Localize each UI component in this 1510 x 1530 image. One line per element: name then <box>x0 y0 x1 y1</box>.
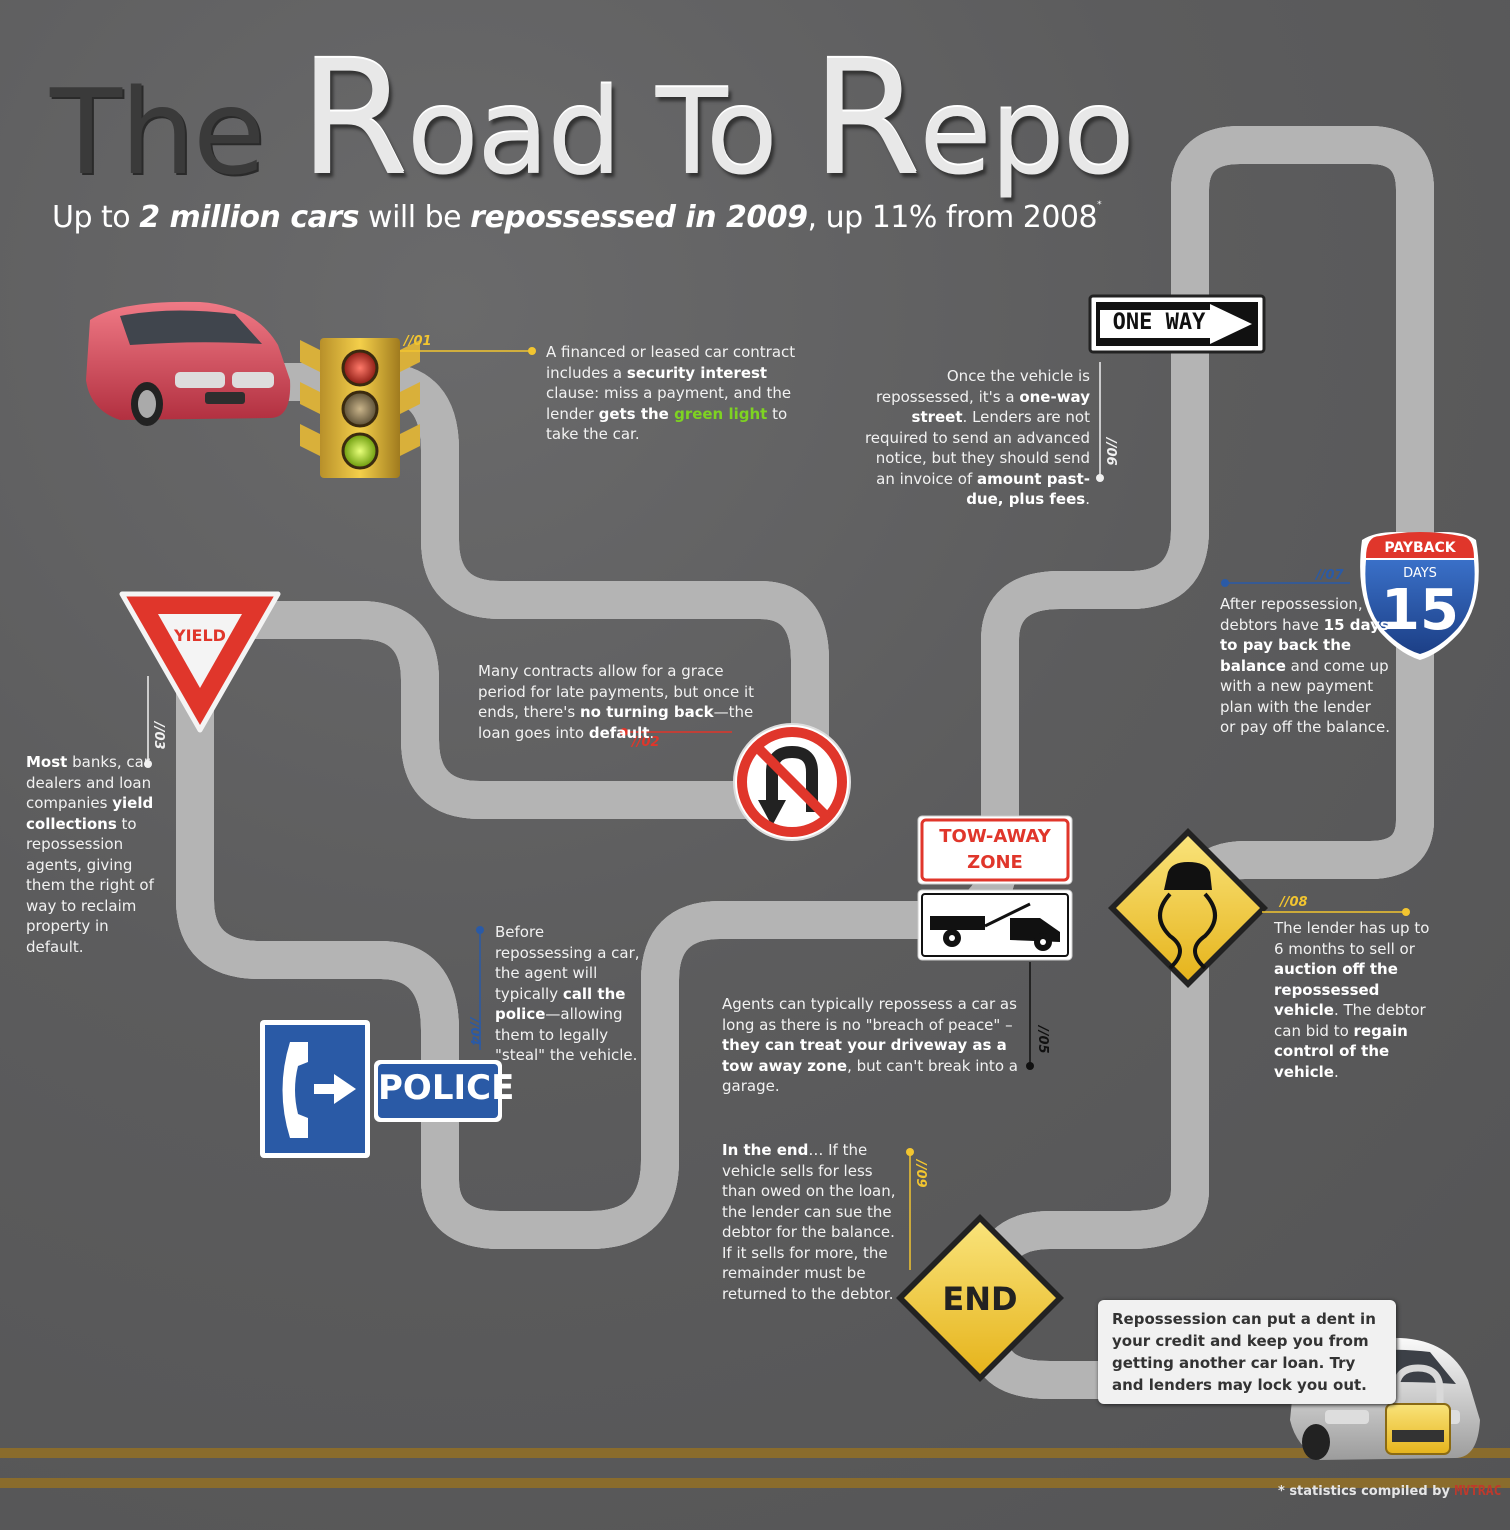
text-bold: they can treat your driveway as a tow aw… <box>722 1036 1007 1075</box>
step-08-number: //08 <box>1280 895 1308 910</box>
end-sign-icon <box>896 1214 1064 1382</box>
slippery-road-icon <box>1108 828 1268 988</box>
no-u-turn-icon <box>733 723 851 841</box>
tow-sign-line1: TOW-AWAY <box>939 826 1051 847</box>
end-sign-label: END <box>942 1280 1018 1318</box>
shield-days-label: DAYS <box>1403 566 1437 581</box>
text-run: banks, car dealers and loan companies <box>26 753 152 812</box>
step-03-number: //03 <box>151 722 166 750</box>
step-08-text: The lender has up to 6 months to sell or… <box>1274 918 1434 1082</box>
text-run: , but can't break into a garage. <box>722 1056 1018 1096</box>
step-07-text: After repossession, debtors have 15 days… <box>1220 594 1390 738</box>
connector-lines <box>147 350 1406 1270</box>
text-bold: security interest <box>626 363 768 382</box>
connector-dots <box>144 347 1410 1156</box>
text-run: Agents can typically repossess a car as … <box>722 995 1017 1034</box>
police-sign-label: POLICE <box>378 1068 515 1108</box>
text-run: clause: miss a payment, and the lender <box>546 384 792 423</box>
text-green-highlight: green light <box>674 404 768 423</box>
subtitle: Up to 2 million cars will be repossessed… <box>52 200 1102 235</box>
subtitle-asterisk: * <box>1097 200 1102 210</box>
step-01-number: //01 <box>404 334 432 349</box>
text-bold: Most <box>26 753 68 771</box>
text-bold: one-way street <box>911 387 1090 427</box>
text-bold: no turning back <box>580 703 714 721</box>
text-run: and come up with a new payment plan with… <box>1220 656 1390 737</box>
step-02-number: //02 <box>632 735 660 750</box>
text-bold: regain control of the vehicle <box>1274 1021 1408 1081</box>
text-run: . <box>1333 1062 1339 1081</box>
step-04-text: Before repossessing a car, the agent wil… <box>495 922 645 1066</box>
text-run: —allowing them to legally "steal" the ve… <box>495 1005 638 1064</box>
footer-text: * statistics compiled by <box>1278 1484 1455 1499</box>
step-05-number: //05 <box>1035 1026 1050 1054</box>
step-06-number: //06 <box>1103 438 1118 466</box>
shield-days-number: 15 <box>1381 578 1459 643</box>
step-01-text: A financed or leased car contract includ… <box>546 342 808 445</box>
text-bold: 15 days to pay back the balance <box>1220 615 1389 675</box>
step-06-text: Once the vehicle is repossessed, it's a … <box>858 366 1090 510</box>
step-02-text: Many contracts allow for a grace period … <box>478 661 768 743</box>
title-word-epo: epo <box>919 63 1135 201</box>
text-run: Once the vehicle is repossessed, it's a <box>876 367 1090 406</box>
step-07-number: //07 <box>1316 568 1344 583</box>
text-run: A financed or leased car contract includ… <box>546 343 796 382</box>
text-bold: gets the <box>598 404 675 423</box>
text-run: The lender has up to 6 months to sell or <box>1274 919 1430 958</box>
interstate-shield-icon <box>1360 532 1479 660</box>
text-run: . <box>649 723 655 742</box>
step-09-number: //09 <box>913 1160 928 1188</box>
footer-credit: * statistics compiled by MVTRAC <box>1278 1484 1501 1499</box>
police-sign-icon <box>374 1060 502 1122</box>
text-bold: default <box>588 723 650 742</box>
yield-sign-icon <box>119 591 281 733</box>
phone-sign-icon <box>260 1020 370 1158</box>
text-run: to repossession agents, giving them the … <box>26 814 154 956</box>
page-title: The Road To Repo <box>50 40 1135 201</box>
traffic-light-icon <box>300 338 420 478</box>
text-run: Many contracts allow for a grace period … <box>478 662 755 721</box>
text-bold: amount past-due, plus fees <box>966 469 1090 509</box>
yield-sign-label: YIELD <box>174 626 226 645</box>
title-cap-r1: R <box>298 27 409 211</box>
title-word-oad: oad <box>406 63 622 201</box>
title-word-to: To <box>655 63 778 201</box>
lane-line-top <box>0 1448 1510 1458</box>
title-word-the: The <box>50 63 265 201</box>
step-05-text: Agents can typically repossess a car as … <box>722 994 1024 1097</box>
text-bold: In the end <box>722 1141 809 1159</box>
footer-brand: MVTRAC <box>1454 1484 1502 1499</box>
text-run: . The debtor can bid to <box>1274 1001 1426 1040</box>
subtitle-part: Up to <box>52 200 140 235</box>
step-09-text: In the end… If the vehicle sells for les… <box>722 1140 902 1304</box>
text-bold: yield collections <box>26 794 154 833</box>
lock-icon <box>1385 1364 1451 1455</box>
text-run: . Lenders are not required to send an ad… <box>864 408 1090 488</box>
title-cap-r2: R <box>811 27 921 211</box>
text-run: … If the vehicle sells for less than owe… <box>722 1141 896 1303</box>
one-way-sign-icon <box>1088 294 1266 354</box>
text-bold: call the police <box>495 984 626 1024</box>
subtitle-part: , up 11% from 2008 <box>807 200 1098 235</box>
text-run: Before repossessing a car, the agent wil… <box>495 923 640 1003</box>
tow-sign-line2: ZONE <box>967 852 1023 873</box>
car-icon <box>86 301 291 426</box>
shield-payback-label: PAYBACK <box>1384 540 1456 556</box>
step-04-number: //04 <box>467 1018 482 1046</box>
subtitle-bold: 2 million cars <box>139 200 360 235</box>
text-run: —the loan goes into <box>478 703 754 742</box>
subtitle-part: will be <box>359 200 471 235</box>
one-way-sign-label: ONE WAY <box>1112 310 1206 335</box>
text-run: . <box>1085 490 1090 508</box>
text-run: After repossession, debtors have <box>1220 595 1363 634</box>
text-run: to take the car. <box>546 404 788 444</box>
callout-box: Repossession can put a dent in your cred… <box>1098 1300 1396 1404</box>
subtitle-bold: repossessed in 2009 <box>470 200 808 235</box>
step-03-text: Most banks, car dealers and loan compani… <box>26 752 166 957</box>
text-bold: auction off the repossessed vehicle <box>1274 960 1398 1019</box>
tow-truck-icon <box>917 815 1073 961</box>
lane-line-bottom <box>0 1478 1510 1488</box>
